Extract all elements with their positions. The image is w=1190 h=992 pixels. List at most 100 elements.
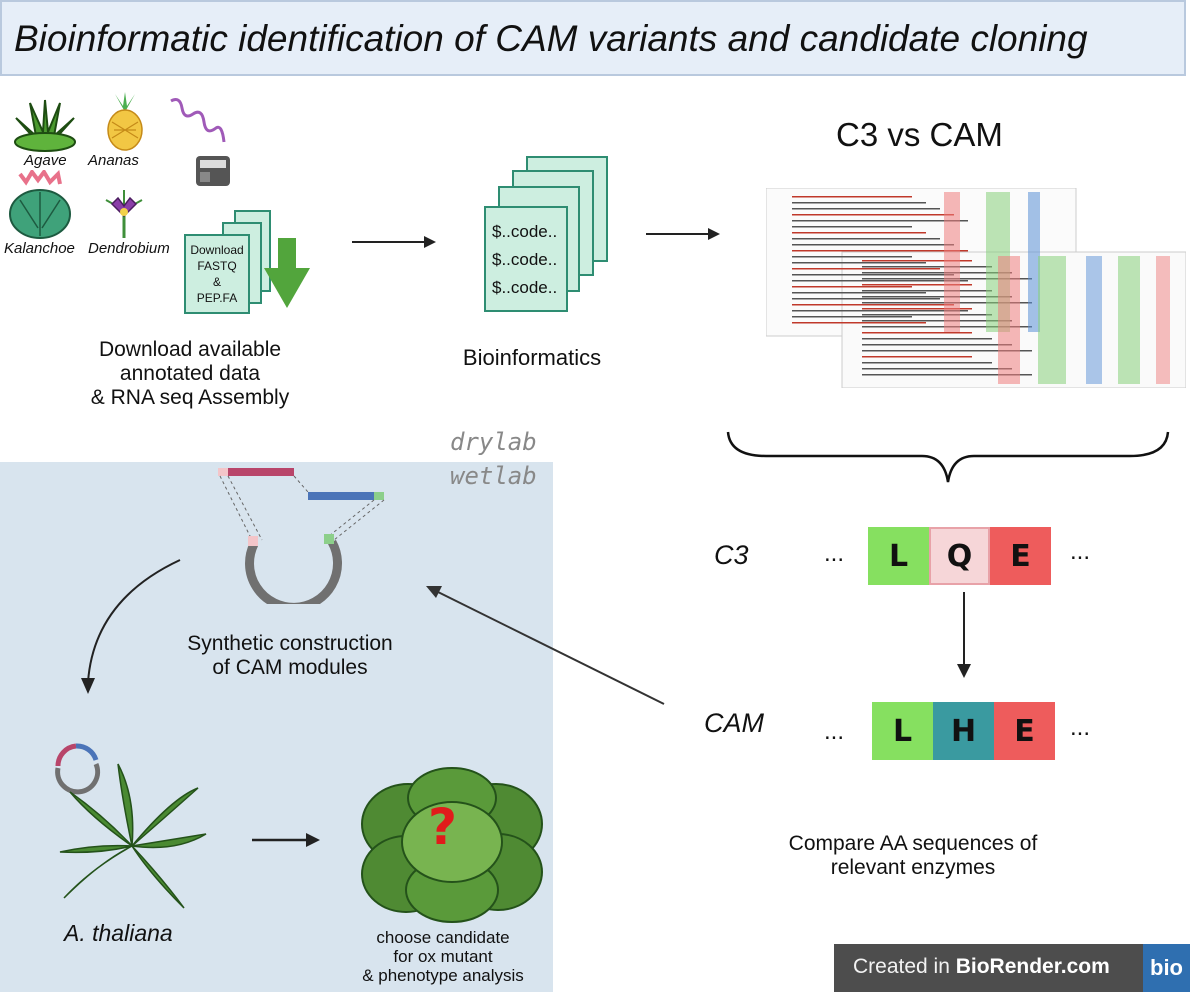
- biorender-credit[interactable]: Created in BioRender.com: [853, 955, 1110, 979]
- comparison-title: C3 vs CAM: [836, 116, 1003, 153]
- alignment-row: [792, 292, 926, 294]
- alignment-row: [862, 314, 992, 316]
- alignment-row: [792, 322, 926, 324]
- alignment-row: [862, 266, 992, 268]
- alignment-row: [862, 350, 1032, 352]
- curly-brace: [726, 431, 1170, 483]
- caption-line: annotated data: [119, 362, 261, 385]
- arrow-down-icon: [957, 592, 971, 678]
- title-banner: [0, 0, 1186, 76]
- download-caption: Download available annotated data & RNA …: [60, 338, 320, 410]
- caption-line: Synthetic construction: [187, 632, 393, 655]
- residue-box: L: [872, 702, 933, 760]
- download-card-line: PEP.FA: [196, 291, 238, 305]
- caption-line: for ox mutant: [393, 947, 493, 966]
- caption-line: choose candidate: [376, 928, 510, 947]
- alignment-row: [792, 274, 954, 276]
- caption-line: Compare AA sequences of: [788, 832, 1038, 855]
- arrow-right-icon: [352, 236, 436, 248]
- plant-label-agave: Agave: [24, 152, 67, 169]
- alignment-row: [792, 298, 940, 300]
- sequence-label-c3: C3: [714, 540, 749, 570]
- alignment-row: [792, 202, 926, 204]
- residue-box-highlight: Q: [929, 527, 990, 585]
- alignment-row: [862, 344, 1012, 346]
- agave-icon: [14, 99, 76, 152]
- biorender-badge[interactable]: [834, 944, 1190, 992]
- alignment-row: [862, 308, 972, 310]
- ellipsis-left: ...: [824, 718, 845, 745]
- code-line: $..code..: [492, 278, 558, 297]
- residue-box-changed: H: [933, 702, 994, 760]
- alignment-row: [862, 290, 992, 292]
- credit-prefix: Created in: [853, 955, 956, 978]
- residue-box: E: [994, 702, 1055, 760]
- alignment-columns: [944, 192, 1170, 384]
- alignment-row: [792, 268, 940, 270]
- kalanchoe-icon: [9, 170, 71, 239]
- alignment-row: [792, 244, 954, 246]
- download-arrow-icon: [264, 238, 310, 308]
- alignment-row: [792, 238, 940, 240]
- alignment-row: [792, 304, 954, 306]
- alignment-row: [862, 356, 972, 358]
- question-mark: ?: [428, 798, 458, 856]
- bioinformatics-label: Bioinformatics: [462, 345, 602, 370]
- plant-label-dendrobium: Dendrobium: [88, 240, 170, 257]
- alignment-row: [862, 320, 1012, 322]
- alignment-row: [862, 374, 1032, 376]
- sequencer-icon: [196, 156, 230, 186]
- alignment-row: [862, 368, 1012, 370]
- download-card-line: FASTQ: [197, 259, 237, 273]
- residue-box: L: [868, 527, 929, 585]
- alignment-row: [792, 316, 912, 318]
- download-card-line: &: [212, 275, 221, 289]
- arrow-back-icon: [426, 586, 665, 705]
- caption-line: relevant enzymes: [830, 856, 996, 879]
- caption-line: of CAM modules: [212, 656, 368, 679]
- code-line: $..code..: [492, 222, 558, 241]
- alignment-row: [792, 310, 968, 312]
- curved-arrow-icon: [81, 559, 181, 694]
- alignment-row: [792, 262, 926, 264]
- pineapple-icon: [107, 92, 143, 151]
- alignment-row: [792, 214, 954, 216]
- species-label: A. thaliana: [64, 920, 173, 946]
- small-plasmid-icon: [55, 743, 101, 795]
- dendrobium-icon: [105, 190, 143, 238]
- alignment-row: [862, 362, 992, 364]
- download-card-line: Download: [190, 243, 244, 257]
- alignment-row: [792, 250, 968, 252]
- ellipsis-right: ...: [1070, 714, 1091, 741]
- alignment-row: [862, 338, 992, 340]
- plant-label-kalanchoe: Kalanchoe: [4, 240, 75, 257]
- alignment-row: [862, 260, 972, 262]
- rosette-plant-icon: [361, 767, 543, 923]
- alignment-row: [862, 284, 972, 286]
- alignment-row: [862, 272, 1012, 274]
- synthetic-caption: Synthetic construction of CAM modules: [150, 632, 430, 680]
- caption-line: Download available: [98, 338, 282, 361]
- download-file-card: Download FASTQ & PEP.FA: [184, 234, 250, 314]
- plant-label-ananas: Ananas: [88, 152, 139, 169]
- alignment-row: [792, 226, 912, 228]
- sequence-alignment-image: [766, 188, 1186, 388]
- caption-line: & RNA seq Assembly: [90, 386, 290, 409]
- alignment-row: [792, 280, 968, 282]
- arrow-right-icon: [252, 833, 320, 847]
- sequence-label-cam: CAM: [704, 708, 764, 738]
- alignment-row: [862, 332, 972, 334]
- credit-brand: BioRender.com: [955, 955, 1110, 978]
- compare-caption: Compare AA sequences of relevant enzymes: [748, 832, 1078, 880]
- ellipsis-left: ...: [824, 540, 845, 567]
- candidate-caption: choose candidate for ox mutant & phenoty…: [340, 928, 546, 985]
- arrow-right-icon: [646, 228, 720, 240]
- code-line: $..code..: [492, 250, 558, 269]
- drylab-label: drylab: [450, 428, 537, 456]
- alignment-row: [792, 208, 940, 210]
- code-card: $..code.. $..code.. $..code..: [484, 206, 568, 312]
- arabidopsis-icon: [59, 763, 207, 909]
- alignment-row: [862, 296, 1012, 298]
- alignment-row: [792, 232, 926, 234]
- biorender-logo[interactable]: bio: [1143, 944, 1190, 992]
